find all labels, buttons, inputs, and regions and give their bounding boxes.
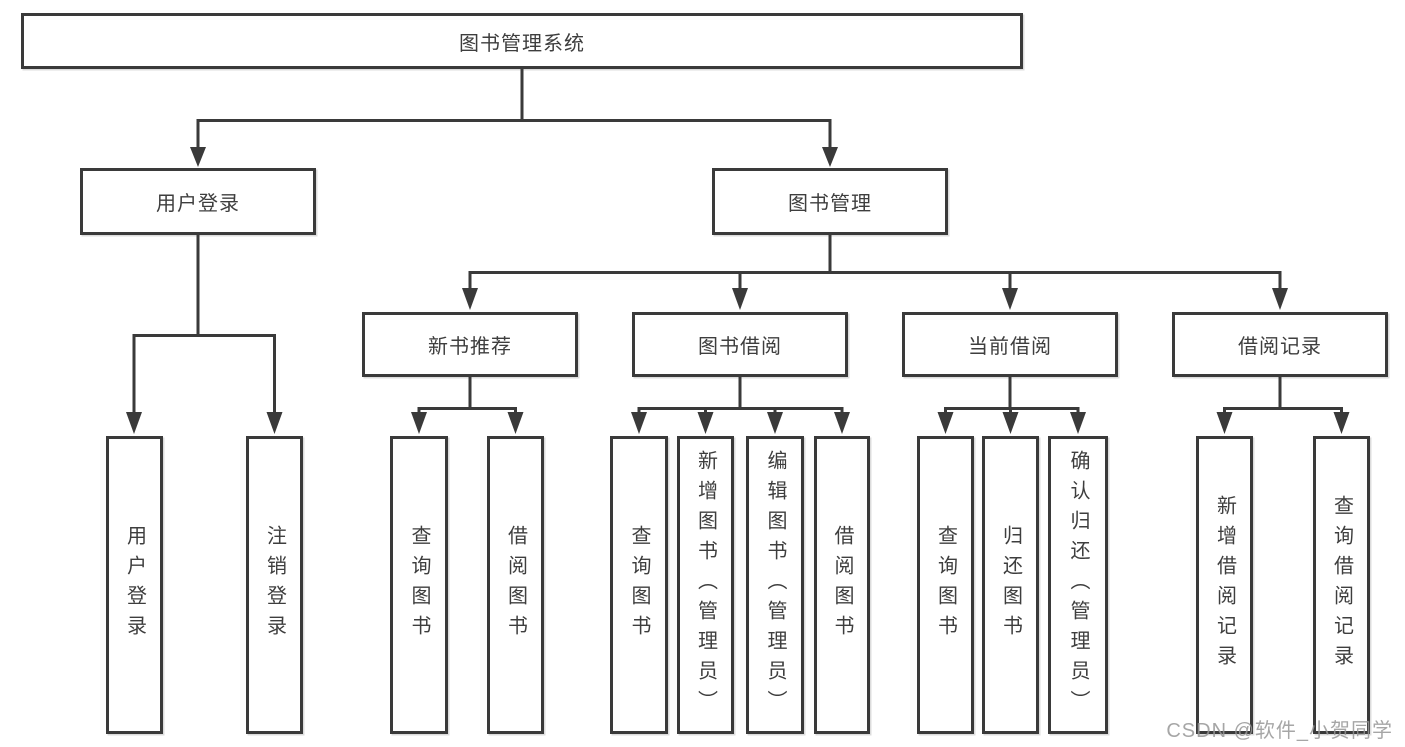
node-label: 用户登录: [156, 193, 240, 215]
arrowhead: [937, 412, 954, 434]
arrowhead: [631, 412, 647, 434]
node-root: 图书管理系统: [21, 13, 1023, 69]
node-borrow-records: 借阅记录: [1172, 312, 1388, 377]
node-label: 注销登录: [263, 525, 286, 645]
node-leaf-borrowing-borrow: 借阅图书: [814, 436, 870, 734]
node-label: 归还图书: [999, 525, 1022, 645]
arrowhead: [822, 147, 838, 167]
arrowhead: [462, 288, 478, 310]
csdn-watermark: CSDN @软件_小贺同学: [1166, 720, 1393, 742]
node-leaf-current-query: 查询图书: [917, 436, 974, 734]
node-label: 借阅图书: [504, 525, 527, 645]
node-leaf-current-return: 归还图书: [982, 436, 1039, 734]
connector-new-books-children: [417, 375, 517, 415]
node-label: 图书借阅: [698, 336, 782, 358]
node-leaf-current-confirm: 确认归还（管理员）: [1048, 436, 1108, 734]
node-current-borrow: 当前借阅: [902, 312, 1118, 377]
node-book-mgmt: 图书管理: [712, 168, 948, 235]
node-leaf-borrowing-edit: 编辑图书（管理员）: [746, 436, 804, 734]
arrowhead: [1070, 412, 1086, 434]
node-label: 新书推荐: [428, 336, 512, 358]
node-label: 查询图书: [628, 525, 650, 645]
connector-book-mgmt-children: [468, 233, 1282, 290]
node-leaf-borrowing-add: 新增图书（管理员）: [677, 436, 734, 734]
connector-borrowing-children: [637, 375, 844, 415]
arrowhead: [266, 412, 283, 434]
arrowhead: [1002, 288, 1018, 310]
arrowhead: [697, 412, 714, 434]
arrowhead: [1216, 412, 1233, 434]
arrowhead: [767, 412, 783, 434]
arrowhead: [126, 412, 142, 434]
arrowhead: [411, 412, 427, 434]
arrowhead: [1002, 412, 1019, 434]
node-leaf-borrowing-query: 查询图书: [610, 436, 668, 734]
node-leaf-records-query: 查询借阅记录: [1313, 436, 1370, 734]
node-leaf-newbooks-borrow: 借阅图书: [487, 436, 544, 734]
connector-current-children: [944, 375, 1080, 415]
node-label: 借阅记录: [1238, 336, 1322, 358]
connector-user-login-children: [132, 233, 276, 415]
arrowhead: [190, 147, 206, 167]
node-leaf-records-add: 新增借阅记录: [1196, 436, 1253, 734]
node-book-borrowing: 图书借阅: [632, 312, 848, 377]
node-label: 查询借阅记录: [1330, 495, 1353, 675]
arrowhead: [507, 412, 524, 434]
arrowhead: [1272, 288, 1288, 310]
node-label: 编辑图书（管理员）: [764, 450, 786, 720]
connector-root-to-level2: [196, 67, 832, 150]
arrowhead: [732, 288, 748, 310]
node-label: 确认归还（管理员）: [1067, 450, 1089, 720]
node-label: 查询图书: [408, 525, 430, 645]
connector-records-children: [1223, 375, 1343, 415]
node-label: 查询图书: [934, 525, 957, 645]
node-label: 图书管理系统: [459, 32, 585, 55]
node-new-books: 新书推荐: [362, 312, 578, 377]
node-leaf-logout: 注销登录: [246, 436, 303, 734]
node-label: 当前借阅: [968, 336, 1052, 358]
node-leaf-newbooks-query: 查询图书: [390, 436, 448, 734]
node-label: 借阅图书: [831, 525, 853, 645]
node-label: 新增图书（管理员）: [694, 450, 717, 720]
node-label: 用户登录: [123, 525, 146, 645]
node-label: 新增借阅记录: [1213, 495, 1236, 675]
node-leaf-user-login: 用户登录: [106, 436, 163, 734]
arrowhead: [834, 412, 850, 434]
node-user-login: 用户登录: [80, 168, 316, 235]
node-label: 图书管理: [788, 193, 872, 215]
arrowhead: [1333, 412, 1350, 434]
